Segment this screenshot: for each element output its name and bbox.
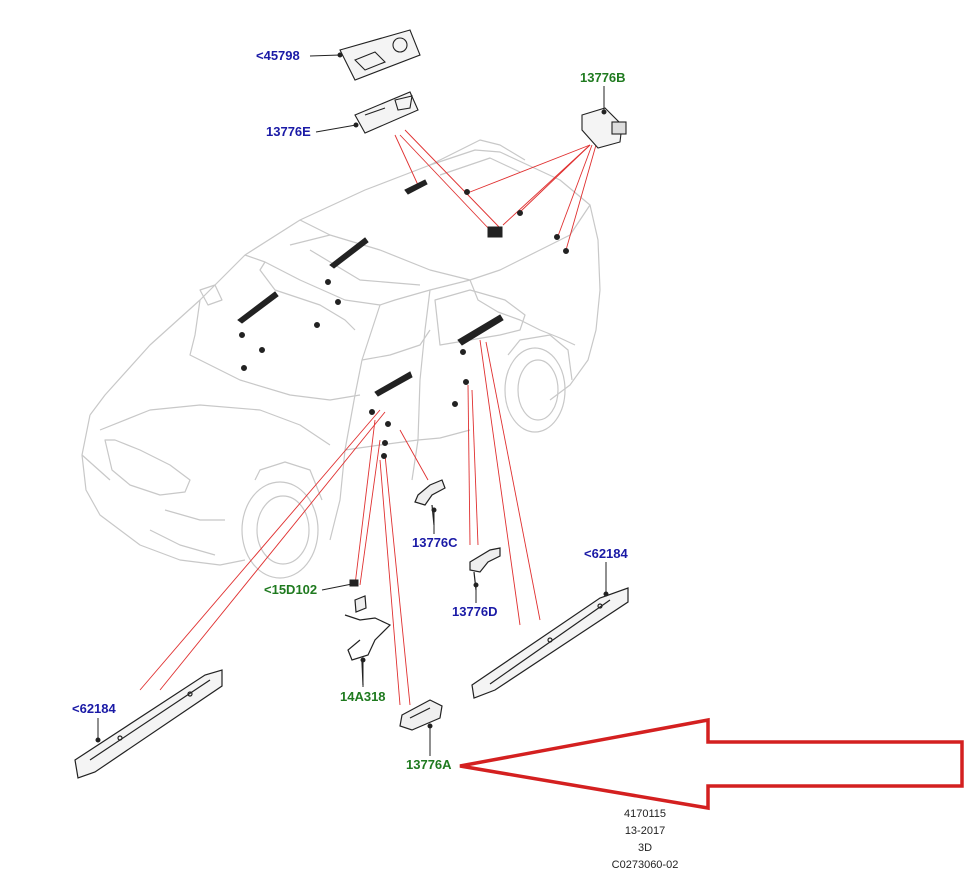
part-13776A-handle-lamp [399, 699, 443, 731]
label-13776E: 13776E [266, 124, 311, 139]
leader-lines [139, 129, 597, 706]
label-62184-left: <62184 [72, 701, 116, 716]
label-13776A: 13776A [406, 757, 452, 772]
label-15D102: <15D102 [264, 582, 318, 597]
part-45798-bracket [339, 29, 421, 81]
label-13776C: 13776C [412, 535, 458, 550]
part-13776C-harness [414, 479, 446, 526]
drawing-number: 4170115 [623, 808, 666, 820]
drawing-view: 3D [637, 842, 653, 854]
label-13776D: 13776D [452, 604, 498, 619]
label-13776B: 13776B [580, 70, 626, 85]
pointer-arrow [459, 717, 964, 811]
part-62184-left-trim [74, 669, 223, 779]
drawing-date: 13-2017 [624, 825, 666, 837]
label-45798: <45798 [256, 48, 300, 63]
label-14A318: 14A318 [340, 689, 386, 704]
callout-leaders [95, 52, 609, 756]
part-13776B-module [581, 107, 627, 149]
part-14A318-harness [344, 595, 392, 686]
drawing-code: C0273060-02 [611, 859, 679, 871]
vehicle-lamp-parts [237, 179, 569, 459]
label-62184-right: <62184 [584, 546, 628, 561]
part-62184-right-trim [471, 587, 629, 699]
vehicle-outline [81, 139, 601, 579]
part-13776E-console-lamp [354, 91, 419, 134]
